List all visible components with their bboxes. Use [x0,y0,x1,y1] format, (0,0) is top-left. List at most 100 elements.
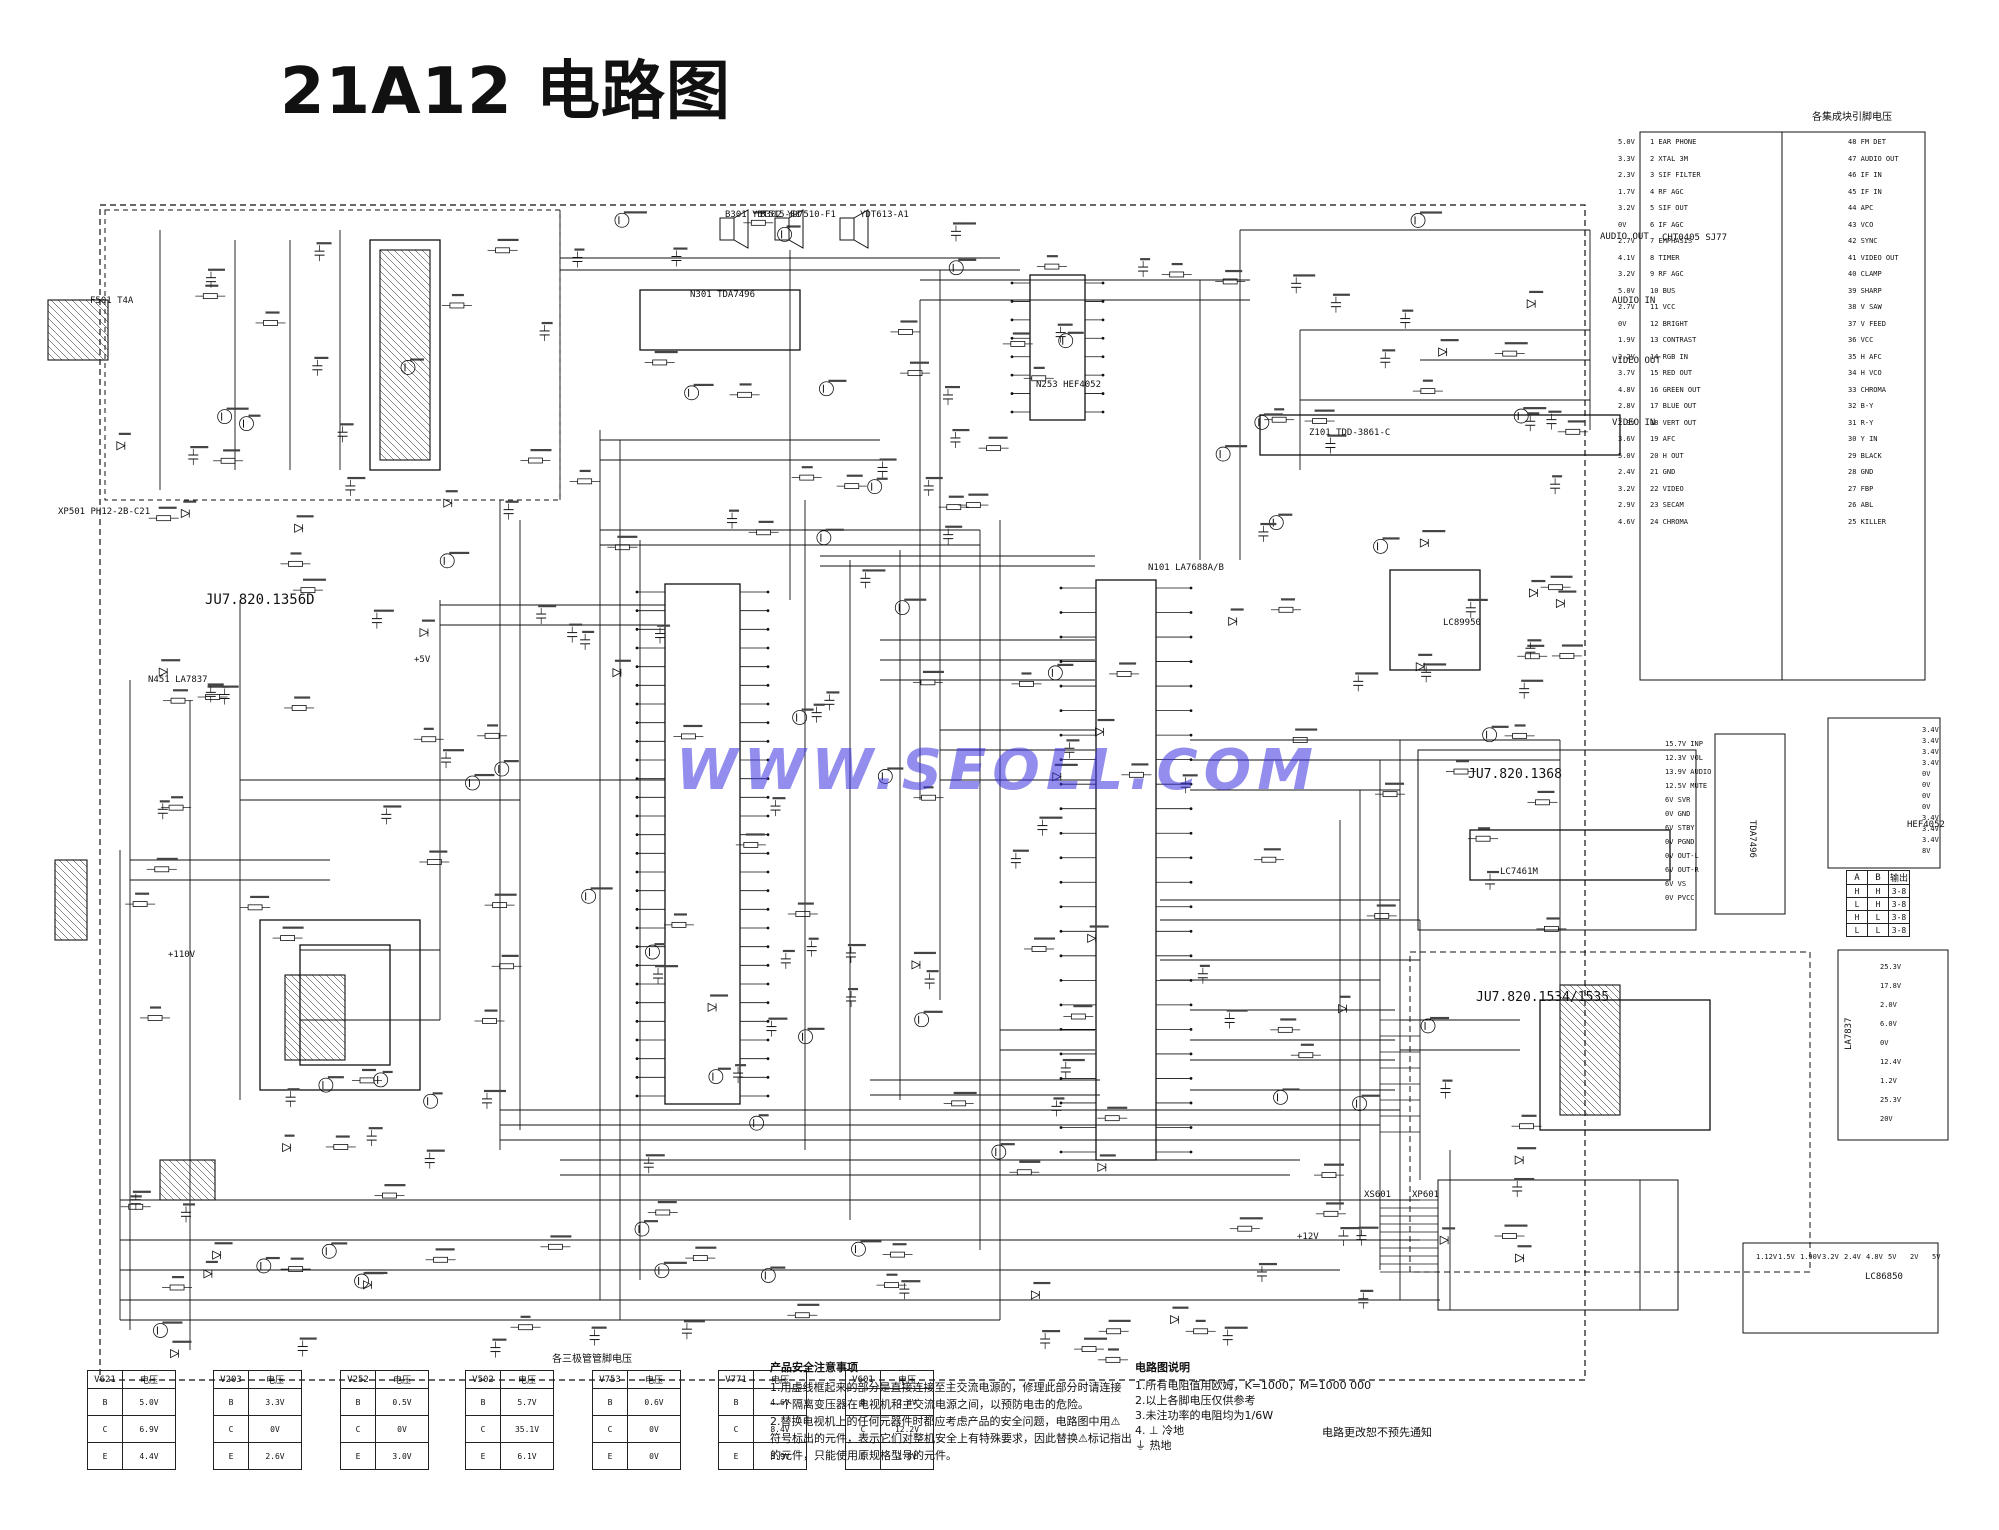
component-label [1504,342,1528,345]
diode [419,627,429,638]
component-label [1382,349,1396,352]
component-label [1097,718,1115,722]
hatch-line [57,299,109,351]
component-label [1021,672,1032,675]
hatch-line [1559,1058,1617,1116]
pin-dot [635,870,639,874]
pin-label: 42 SYNC [1848,237,1878,245]
diode [1052,772,1062,782]
component-label [248,414,261,417]
safety-heading: 产品安全注意事项 [770,1361,858,1374]
pin-dot [766,777,770,781]
pin-dot [766,1094,770,1098]
pin-dot [1101,392,1105,395]
pin-label: 6 IF AGC [1650,220,1684,229]
hatch-line [106,299,109,302]
pin-dot [635,833,639,837]
hatch-line [379,417,423,461]
pin-label: 28 GND [1848,468,1874,476]
hatch-line [54,911,84,941]
pin-label: 3.4V [1922,737,1939,745]
transistor [634,1221,650,1237]
resistor [1535,799,1550,806]
hatch-line [1583,984,1621,1022]
ic-label-hef4052-side: HEF4052 [1907,820,1945,830]
component-label [745,833,765,836]
component-label [1517,1245,1532,1248]
pin-dot [635,627,639,631]
ic-label-n101: N101 LA7688A/B [1148,563,1224,573]
component-label [429,850,448,853]
pin-label: 4.6V [1618,517,1635,526]
hatch-line [159,1192,168,1201]
hatch-line [379,284,431,336]
pin-voltage: 3.0V [375,1442,429,1470]
diode [911,960,921,970]
fbt-body [1539,999,1711,1131]
transistor [1268,515,1284,531]
pin-dot [635,963,639,967]
component-label [205,284,219,287]
component-label [541,321,553,325]
transistor-voltage-heading: 各三极管管脚电压 [552,1354,632,1365]
note-line: ⏚ 热地 [1135,1439,1172,1452]
component-label [848,987,859,991]
resistor [577,478,593,485]
component-label [1042,1330,1061,1333]
resistor [1321,1172,1337,1179]
pin-label: 0V PVCC [1665,894,1695,902]
pin-label: 13 CONTRAST [1650,336,1697,344]
la7688-body [1095,579,1157,1161]
hatch-line [1559,1044,1621,1106]
component-label [1012,849,1029,852]
transistor [1482,727,1497,743]
component-label [1019,1160,1041,1163]
hatch-line [379,333,431,385]
pin-label: 2.0V [1880,1001,1897,1009]
hatch-line [159,1164,196,1201]
component-label [497,238,519,242]
pin-dot [766,814,770,818]
component-label [265,1256,280,1260]
hatch-line [47,331,77,361]
resistor [518,1324,533,1331]
pin-label: 2.7V [1618,237,1635,245]
degauss-connector [54,859,88,941]
component-label [1224,1326,1248,1329]
hatch-line [1559,1016,1621,1078]
component-label [1340,995,1351,998]
hatch-line [284,1010,335,1061]
diode [707,1002,717,1013]
hatch-line [47,303,105,361]
power-trans-body [369,239,441,471]
pin-dot [766,945,770,949]
pin-name: B [87,1388,123,1416]
component-label [1523,407,1547,410]
component-label [1314,409,1335,412]
pin-dot [1189,709,1193,713]
pin-name: E [340,1442,376,1470]
transistor [991,1144,1007,1160]
hatch-line [379,270,431,322]
pin-label: 3.3V [1618,154,1635,163]
diode [180,508,191,519]
hatch-line [54,862,88,896]
resistor [1044,263,1060,270]
pin-dot [1189,954,1193,958]
component-label [846,474,863,477]
component-label [876,477,888,480]
diode [612,668,622,678]
pin-label: 43 VCO [1848,220,1874,229]
pin-label: 3.4V [1922,814,1939,822]
transistor-name: V203 [213,1370,249,1389]
component-label [808,937,819,940]
pin-name: B [465,1388,501,1416]
pin-dot [635,590,639,594]
pin-label: 3 SIF FILTER [1650,171,1701,179]
pin-label: 44 APC [1848,204,1874,212]
voltage-header: 电压 [122,1370,176,1389]
pin-dot [766,609,770,613]
pin-name: C [87,1415,123,1443]
component-label [1478,827,1491,830]
hatch-line [85,299,109,323]
